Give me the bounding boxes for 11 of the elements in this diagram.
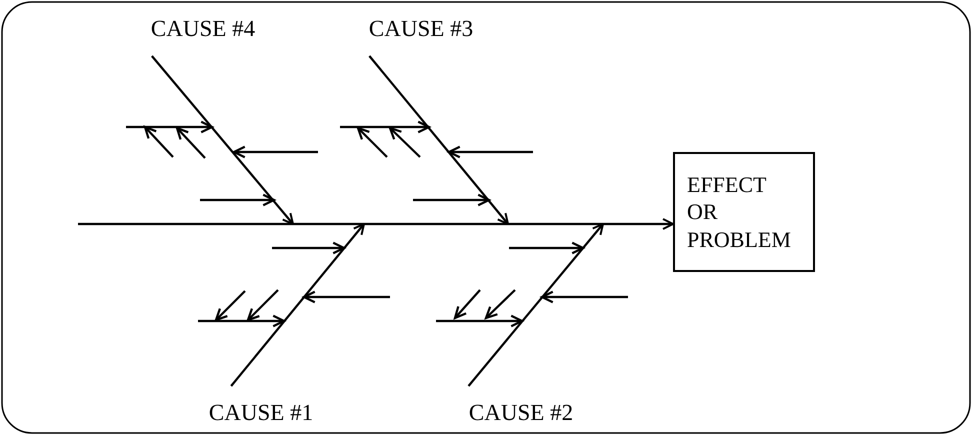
cause-label: CAUSE #4	[150, 14, 256, 43]
spine-arrow	[78, 218, 674, 230]
cause-label: CAUSE #1	[208, 398, 314, 427]
bone-arrow	[368, 55, 509, 225]
bone-arrow	[230, 223, 365, 387]
effect-text: EFFECT OR PROBLEM	[687, 170, 792, 254]
cause-label: CAUSE #3	[368, 14, 474, 43]
effect-box	[673, 152, 815, 272]
cause-label: CAUSE #2	[468, 398, 574, 427]
bone-arrow	[151, 55, 294, 225]
bone-arrow	[468, 223, 604, 387]
